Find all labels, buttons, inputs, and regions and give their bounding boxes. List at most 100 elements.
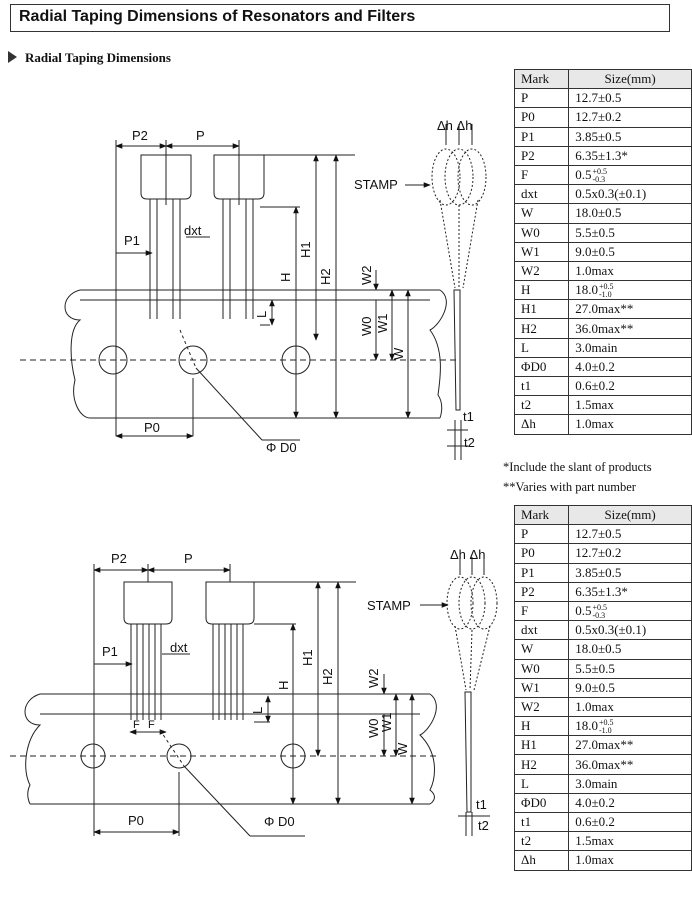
label-w1: W1 xyxy=(375,314,390,334)
cell-mark: W1 xyxy=(513,241,570,262)
table-row: dxt 0.5x0.3(±0.1) xyxy=(513,620,692,641)
section-title: Radial Taping Dimensions xyxy=(8,50,171,66)
cell-size: 0.6±0.2 xyxy=(568,811,692,833)
cell-size: 0.5+0.5-0.3 xyxy=(568,600,692,622)
size-value: 12.7±0.2 xyxy=(575,109,622,125)
size-value: 1.0max xyxy=(575,698,614,714)
size-value: 18.0±0.5 xyxy=(575,641,622,657)
cell-mark: t1 xyxy=(513,375,570,397)
triangle-bullet-icon xyxy=(8,51,17,63)
size-value: 3.85±0.5 xyxy=(575,564,622,580)
cell-mark: H xyxy=(513,716,570,737)
cell-size: 6.35±1.3* xyxy=(568,581,692,602)
cell-mark: P2 xyxy=(513,581,570,602)
label-h1: H1 xyxy=(298,241,313,258)
size-value: 4.0±0.2 xyxy=(575,794,615,810)
cell-mark: dxt xyxy=(513,620,570,641)
cell-mark: P0 xyxy=(513,543,570,564)
size-value: 27.0max** xyxy=(575,737,634,753)
size-value: 9.0±0.5 xyxy=(575,679,615,695)
size-value: 27.0max** xyxy=(575,301,634,317)
label-delta-h: Δh Δh xyxy=(437,118,472,133)
size-value: 18.0 xyxy=(575,717,598,733)
label-h2: H2 xyxy=(318,268,333,285)
page-header: Radial Taping Dimensions of Resonators a… xyxy=(10,4,670,32)
table-row: dxt 0.5x0.3(±0.1) xyxy=(513,184,692,205)
label-p0: P0 xyxy=(144,420,160,435)
label-p2: P2 xyxy=(132,128,148,143)
cell-size: 18.0±0.5 xyxy=(568,203,692,224)
size-value: 0.5 xyxy=(575,166,592,182)
size-value: 0.5x0.3(±0.1) xyxy=(575,622,647,638)
cell-mark: t1 xyxy=(513,811,570,833)
table-header-row: Mark Size(mm) xyxy=(513,504,692,526)
footnote-2: **Varies with part number xyxy=(503,480,636,494)
cell-size: 3.85±0.5 xyxy=(568,562,692,583)
table-row: P1 3.85±0.5 xyxy=(513,562,692,583)
cell-mark: F xyxy=(513,164,570,186)
label-p1: P1 xyxy=(124,233,140,248)
cell-mark: t2 xyxy=(513,831,570,852)
cell-mark: Δh xyxy=(513,850,570,871)
cell-size: 36.0max** xyxy=(568,318,692,339)
label-h1: H1 xyxy=(300,649,315,666)
cell-size: 5.5±0.5 xyxy=(568,222,692,243)
cell-mark: W0 xyxy=(513,658,570,679)
upper-tolerance: +0.5 xyxy=(592,602,607,612)
cell-size: 12.7±0.5 xyxy=(568,524,692,545)
cell-mark: dxt xyxy=(513,184,570,205)
cell-mark: P xyxy=(513,88,570,109)
label-h2: H2 xyxy=(320,668,335,685)
cell-mark: Δh xyxy=(513,414,570,435)
cell-size: 0.5x0.3(±0.1) xyxy=(568,620,692,641)
cell-mark: P xyxy=(513,524,570,545)
size-value: 5.5±0.5 xyxy=(575,224,615,240)
label-phi-d0: Φ D0 xyxy=(264,814,295,829)
cell-size: 18.0+0.5-1.0 xyxy=(568,280,692,301)
cell-mark: t2 xyxy=(513,395,570,416)
cell-size: 1.5max xyxy=(568,395,692,416)
size-value: 3.0main xyxy=(575,775,618,791)
size-value: 18.0±0.5 xyxy=(575,205,622,221)
label-w: W xyxy=(395,742,410,755)
cell-mark: P1 xyxy=(513,126,570,147)
cell-mark: ΦD0 xyxy=(513,356,570,378)
label-stamp: STAMP xyxy=(354,177,398,192)
cell-mark: P1 xyxy=(513,562,570,583)
label-f: F xyxy=(133,719,140,731)
label-h: H xyxy=(276,681,291,690)
label-w: W xyxy=(391,347,406,360)
lower-tolerance: -1.0 xyxy=(598,289,612,299)
page-title: Radial Taping Dimensions of Resonators a… xyxy=(19,8,416,25)
lower-tolerance: -0.3 xyxy=(592,174,606,184)
cell-size: 12.7±0.5 xyxy=(568,88,692,109)
label-dxt: dxt xyxy=(170,640,188,655)
cell-size: 4.0±0.2 xyxy=(568,356,692,378)
column-header-size: Size(mm) xyxy=(568,68,692,90)
size-value: 3.85±0.5 xyxy=(575,128,622,144)
cell-size: 36.0max** xyxy=(568,754,692,775)
label-dxt: dxt xyxy=(184,223,202,238)
cell-size: 3.0main xyxy=(568,773,692,794)
cell-size: 12.7±0.2 xyxy=(568,543,692,564)
cell-mark: H2 xyxy=(513,318,570,339)
cell-size: 27.0max** xyxy=(568,735,692,756)
cell-size: 1.0max xyxy=(568,414,692,435)
size-value: 0.5x0.3(±0.1) xyxy=(575,186,647,202)
